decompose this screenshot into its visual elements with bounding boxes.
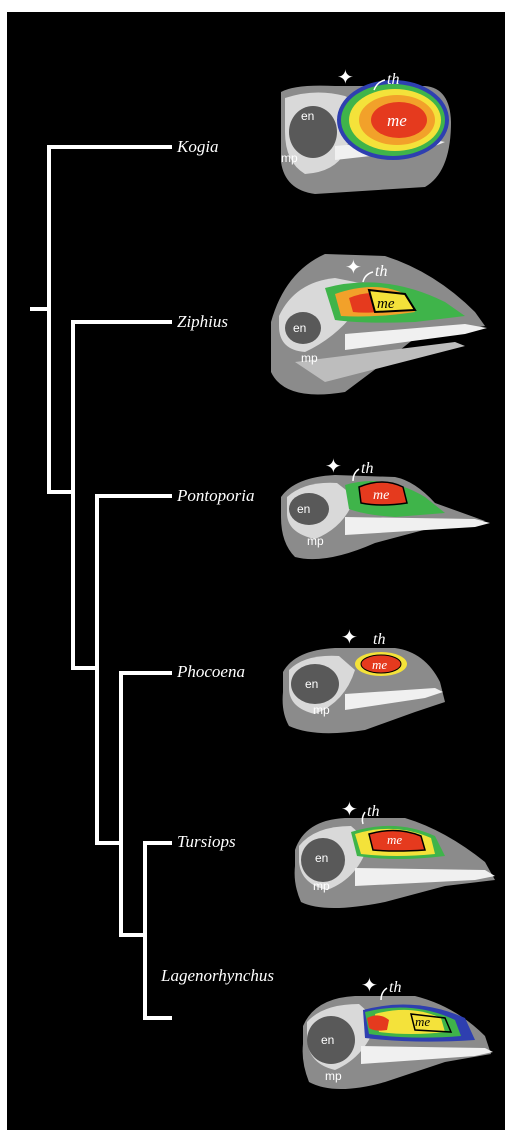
taxon-tursiops: Tursiops	[177, 832, 236, 852]
ct-scan-pontoporia: en mp me ✦ th	[275, 447, 505, 572]
label-th: th	[367, 803, 379, 820]
label-th: th	[375, 263, 387, 280]
sparkle-icon: ✦	[341, 799, 358, 821]
label-mp: mp	[281, 151, 298, 165]
label-en: en	[301, 109, 314, 123]
label-mp: mp	[313, 703, 330, 717]
taxon-pontoporia: Pontoporia	[177, 486, 254, 506]
label-en: en	[293, 321, 306, 335]
label-me: me	[387, 832, 402, 847]
label-me: me	[372, 657, 387, 672]
label-me: me	[377, 296, 395, 312]
taxon-lagenorhynchus: Lagenorhynchus	[161, 966, 274, 986]
sparkle-icon: ✦	[341, 627, 358, 649]
label-me: me	[415, 1014, 430, 1029]
ct-scan-tursiops: en mp me ✦ th	[285, 790, 511, 920]
ct-scan-kogia: en mp me ✦ th	[275, 62, 505, 212]
sparkle-icon: ✦	[325, 456, 342, 478]
sparkle-icon: ✦	[361, 975, 378, 997]
ct-scan-phocoena: en mp me ✦ th	[275, 622, 505, 742]
label-en: en	[321, 1033, 334, 1047]
label-en: en	[305, 677, 318, 691]
label-me: me	[387, 111, 407, 130]
label-en: en	[297, 502, 310, 516]
sparkle-icon: ✦	[337, 67, 354, 89]
label-mp: mp	[313, 879, 330, 893]
sparkle-icon: ✦	[345, 257, 362, 279]
label-me: me	[373, 488, 389, 503]
label-th: th	[389, 979, 401, 996]
label-th: th	[373, 631, 385, 648]
taxon-phocoena: Phocoena	[177, 662, 245, 682]
ct-scan-lagenorhynchus: en mp me ✦ th	[295, 970, 505, 1105]
label-mp: mp	[301, 351, 318, 365]
rostrum-bone	[345, 517, 490, 535]
taxon-ziphius: Ziphius	[177, 312, 228, 332]
label-mp: mp	[307, 534, 324, 548]
label-th: th	[361, 460, 373, 477]
label-en: en	[315, 851, 328, 865]
taxon-kogia: Kogia	[177, 137, 219, 157]
ct-scan-ziphius: en mp me ✦ th	[265, 242, 495, 412]
label-mp: mp	[325, 1069, 342, 1083]
label-th: th	[387, 71, 399, 88]
